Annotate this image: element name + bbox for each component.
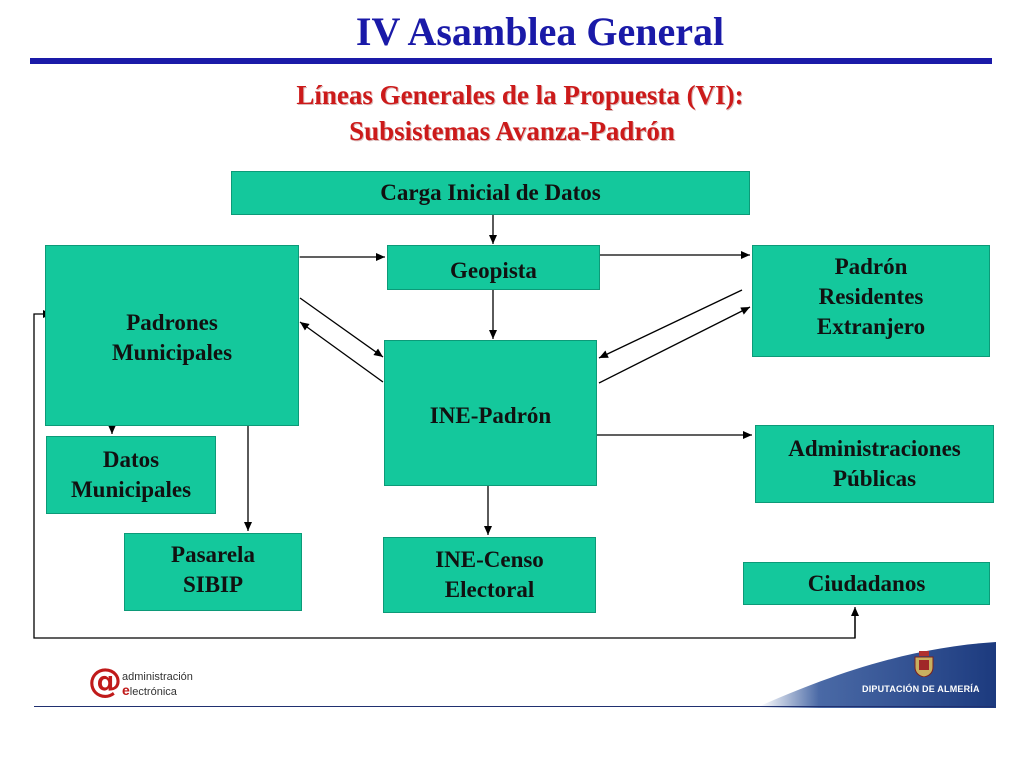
slide-title: IV Asamblea General bbox=[355, 9, 725, 54]
logo-e: e bbox=[122, 682, 130, 698]
subtitle-line-2: Subsistemas Avanza-Padrón bbox=[349, 116, 675, 146]
logo-line-2: lectrónica bbox=[129, 686, 177, 698]
node-administraciones-line-2: Públicas bbox=[832, 466, 917, 491]
node-carga-inicial-label: Carga Inicial de Datos bbox=[380, 180, 601, 206]
org-name: DIPUTACIÓN DE ALMERÍA bbox=[862, 684, 980, 694]
node-ciudadanos-label: Ciudadanos bbox=[807, 570, 926, 596]
node-ine-censo-electoral: INE-Censo Electoral bbox=[383, 537, 596, 613]
node-pasarela-line-2: SIBIP bbox=[182, 571, 244, 597]
node-administraciones-publicas: Administraciones Públicas bbox=[755, 425, 994, 503]
logo-wordmark: administración electrónica bbox=[122, 671, 193, 699]
title-rule bbox=[30, 58, 992, 64]
node-padron-residentes-line-2: Residentes bbox=[818, 283, 924, 309]
arrow-ine-to-padron-residentes bbox=[598, 306, 751, 384]
node-pasarela-sibip: Pasarela SIBIP bbox=[124, 533, 302, 611]
node-pasarela-line-1: Pasarela bbox=[171, 542, 255, 567]
coat-of-arms-icon bbox=[914, 651, 934, 677]
arrow-padron-residentes-to-ine bbox=[598, 289, 743, 359]
node-administraciones-line-1: Administraciones bbox=[788, 436, 961, 462]
arrow-ine-to-padrones bbox=[299, 321, 384, 383]
node-ine-padron-label: INE-Padrón bbox=[429, 403, 552, 428]
footer-band bbox=[760, 642, 996, 708]
node-geopista: Geopista bbox=[387, 245, 600, 290]
node-geopista-label: Geopista bbox=[450, 258, 537, 283]
node-datos-municipales-line-1: Datos bbox=[102, 447, 160, 473]
node-ine-padron: INE-Padrón bbox=[384, 340, 597, 486]
logo-line-1: administración bbox=[122, 671, 193, 683]
arrow-padrones-to-ine bbox=[299, 297, 384, 358]
node-padron-residentes-line-1: Padrón bbox=[834, 254, 908, 279]
subtitle-line-1: Líneas Generales de la Propuesta (VI): bbox=[296, 80, 744, 110]
node-carga-inicial: Carga Inicial de Datos bbox=[231, 171, 750, 215]
node-padron-residentes-line-3: Extranjero bbox=[816, 313, 926, 339]
node-padron-residentes: Padrón Residentes Extranjero bbox=[752, 245, 990, 357]
node-ine-censo-line-2: Electoral bbox=[444, 577, 535, 602]
footer-rule bbox=[34, 706, 994, 707]
node-ine-censo-line-1: INE-Censo bbox=[435, 547, 544, 573]
node-ciudadanos: Ciudadanos bbox=[743, 562, 990, 605]
node-padrones-municipales-line-2: Municipales bbox=[111, 339, 233, 365]
node-datos-municipales-line-2: Municipales bbox=[70, 477, 192, 502]
node-datos-municipales: Datos Municipales bbox=[46, 436, 216, 514]
node-padrones-municipales: Padrones Municipales bbox=[45, 245, 299, 426]
node-padrones-municipales-line-1: Padrones bbox=[126, 310, 218, 335]
at-sign-logo: @ bbox=[88, 661, 122, 701]
